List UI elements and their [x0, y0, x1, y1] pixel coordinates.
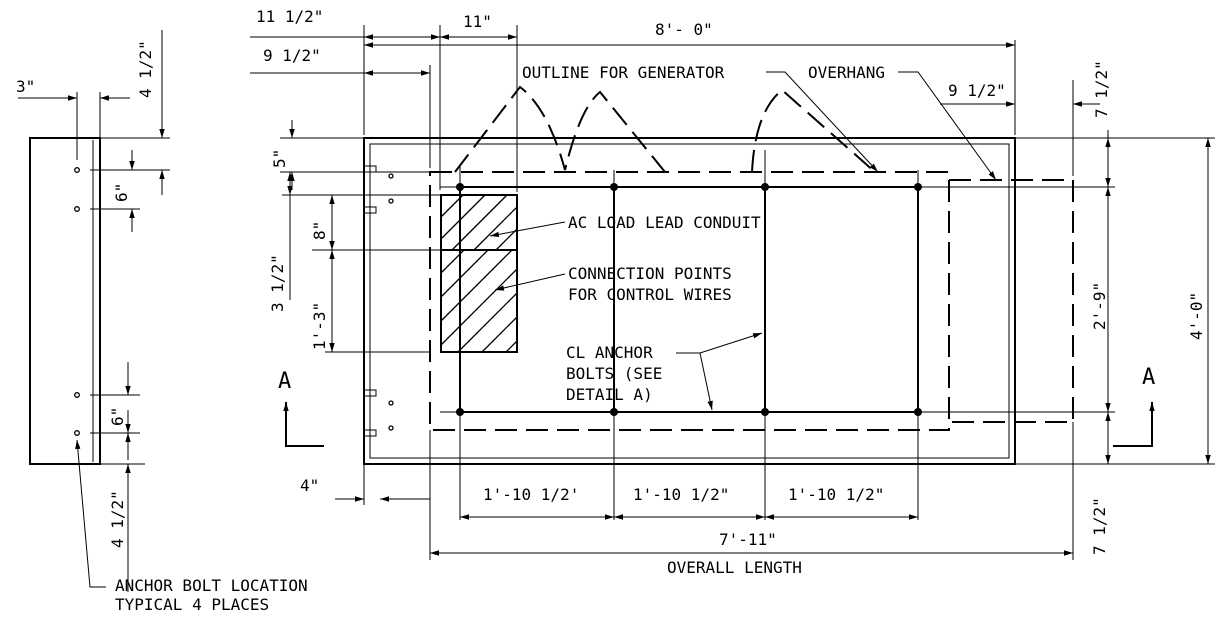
plan-view: 11 1/2" 11" 8'- 0" 9 1/2" OUTLINE FOR GE… — [250, 7, 1215, 577]
cl-anchor-label-1: CL ANCHOR — [566, 343, 653, 362]
overall-length-label: OVERALL LENGTH — [667, 558, 802, 577]
side-anchor-hole-1 — [74, 167, 80, 173]
generator-fan-1 — [454, 85, 666, 173]
hatching — [440, 194, 518, 353]
dim-2-9: 2'-9" — [1090, 282, 1109, 330]
side-dim-4-5-bottom: 4 1/2" — [108, 490, 127, 548]
connection-points-label-1: CONNECTION POINTS — [568, 264, 732, 283]
control-wire-box — [440, 249, 518, 353]
anchor-bolt-location-label: ANCHOR BOLT LOCATION — [115, 576, 308, 595]
side-anchor-hole-2 — [74, 206, 80, 212]
cl-anchor-label-2: BOLTS (SEE — [566, 364, 662, 383]
side-anchor-hole-4 — [74, 430, 80, 436]
connection-points-label-2: FOR CONTROL WIRES — [568, 285, 732, 304]
side-dim-6-bottom: 6" — [108, 407, 127, 426]
dim-8-0: 8'- 0" — [655, 20, 713, 39]
dim-8: 8" — [310, 221, 329, 240]
dim-11-5: 11 1/2" — [256, 7, 323, 26]
cl-anchor-label-3: DETAIL A) — [566, 385, 653, 404]
ac-load-label: AC LOAD LEAD CONDUIT — [568, 213, 761, 232]
dim-1-10-5-a: 1'-10 1/2' — [483, 485, 579, 504]
dim-5: 5" — [270, 149, 289, 168]
dim-4: 4" — [300, 476, 319, 495]
concrete-pad-outer — [363, 137, 1016, 465]
section-a-left: A — [278, 369, 291, 394]
overhang-label: OVERHANG — [808, 63, 885, 82]
dim-3-5: 3 1/2" — [268, 254, 287, 312]
generator-outline — [429, 171, 950, 431]
side-anchor-hole-3 — [74, 392, 80, 398]
dim-1-10-5-c: 1'-10 1/2" — [788, 485, 884, 504]
dim-9-5-top: 9 1/2" — [263, 46, 321, 65]
dim-7-11: 7'-11" — [719, 530, 777, 549]
dim-11: 11" — [463, 12, 492, 31]
side-view: 3" 4 1/2" 6" 6" 4 1/2" ANCHOR BOLT LOCAT… — [16, 30, 308, 614]
side-dim-3: 3" — [16, 77, 35, 96]
dim-9-5-right: 9 1/2" — [948, 81, 1006, 100]
generator-fan-2 — [751, 88, 876, 173]
concrete-pad-inner — [369, 143, 1010, 459]
side-view-slab — [29, 137, 101, 465]
dim-1-10-5-b: 1'-10 1/2" — [633, 485, 729, 504]
outline-generator-label: OUTLINE FOR GENERATOR — [522, 63, 725, 82]
dim-7-5-top: 7 1/2" — [1092, 60, 1111, 118]
side-dim-4-5-top: 4 1/2" — [136, 40, 155, 98]
dim-7-5-bottom: 7 1/2" — [1090, 497, 1109, 555]
side-dim-6-top: 6" — [112, 183, 131, 202]
dim-1-3: 1'-3" — [310, 302, 329, 350]
anchor-bolt-typical-label: TYPICAL 4 PLACES — [115, 595, 269, 614]
section-a-right: A — [1142, 365, 1155, 390]
dim-4-0: 4'-0" — [1187, 292, 1206, 340]
generator-overhang — [949, 179, 1074, 423]
